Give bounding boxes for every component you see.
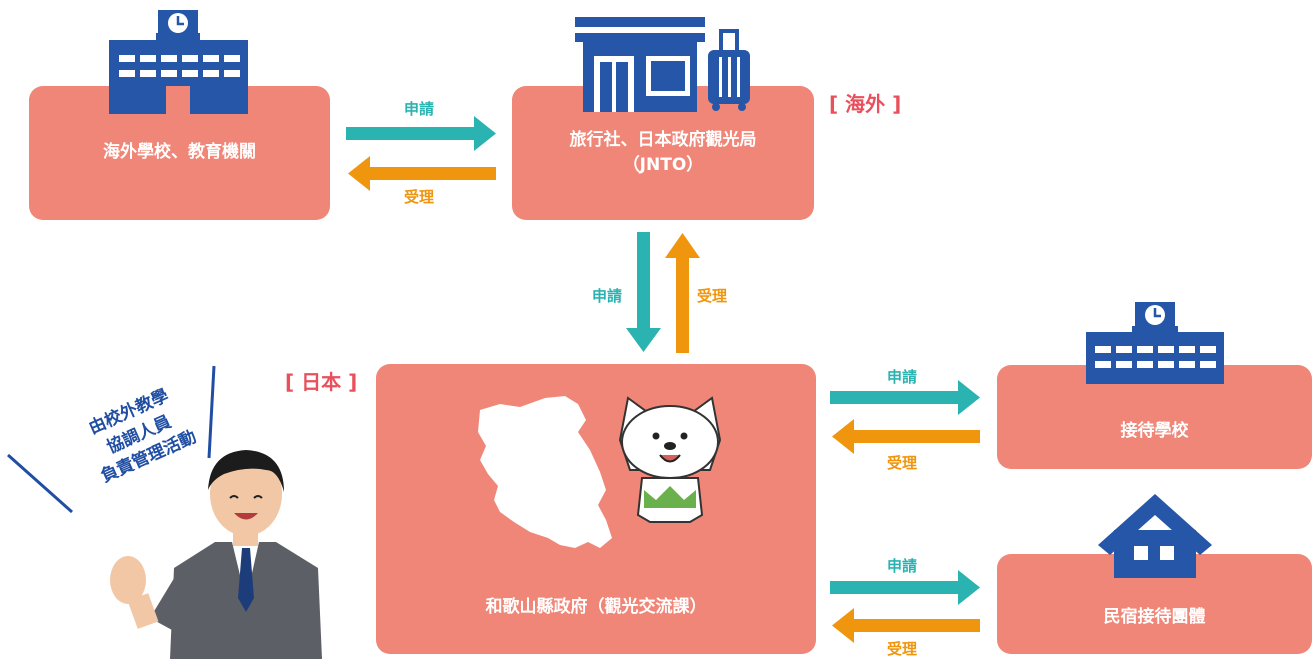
school-building-icon	[109, 10, 248, 114]
accept-label-agency-school: 受理	[404, 188, 435, 206]
arrow-accept-government-to-agency	[665, 233, 700, 353]
mascot-icon	[618, 396, 722, 523]
apply-label-agency-government: 申請	[592, 287, 623, 305]
wakayama-map-icon	[478, 396, 612, 548]
accept-label-government-agency: 受理	[697, 287, 728, 305]
travel-agency-icon	[575, 17, 705, 112]
accept-label-host-school-government: 受理	[887, 454, 918, 472]
apply-label-government-host-school: 申請	[887, 368, 918, 386]
arrow-accept-host-school-to-government	[832, 419, 980, 454]
travel-agency-label-line1: 旅行社、日本政府觀光局	[569, 129, 757, 150]
arrow-apply-government-to-host-school	[830, 380, 980, 415]
overseas-school-label: 海外學校、教育機關	[103, 142, 256, 163]
homestay-group-label: 民宿接待團體	[1103, 607, 1206, 628]
person-waving-icon	[110, 450, 322, 659]
host-school-building-icon	[1086, 302, 1224, 384]
arrow-accept-homestay-to-government	[832, 608, 980, 643]
arrow-apply-government-to-homestay	[830, 570, 980, 605]
arrow-apply-agency-to-government	[626, 232, 661, 352]
region-label-overseas: [ 海外 ]	[829, 92, 902, 116]
apply-label-school-agency: 申請	[404, 100, 435, 118]
accept-label-homestay-government: 受理	[887, 640, 918, 658]
region-label-japan: [ 日本 ]	[285, 370, 358, 394]
callout-line-left	[7, 453, 73, 514]
arrow-apply-school-to-agency	[346, 116, 496, 151]
suitcase-icon	[708, 29, 750, 111]
travel-agency-label-line2: （JNTO）	[622, 155, 704, 175]
house-icon	[1098, 494, 1212, 578]
arrow-accept-agency-to-school	[348, 156, 496, 191]
host-school-label: 接待學校	[1120, 421, 1189, 442]
apply-label-government-homestay: 申請	[887, 557, 918, 575]
wakayama-government-label: 和歌山縣政府（觀光交流課）	[485, 596, 707, 617]
callout-line-right	[207, 365, 216, 459]
